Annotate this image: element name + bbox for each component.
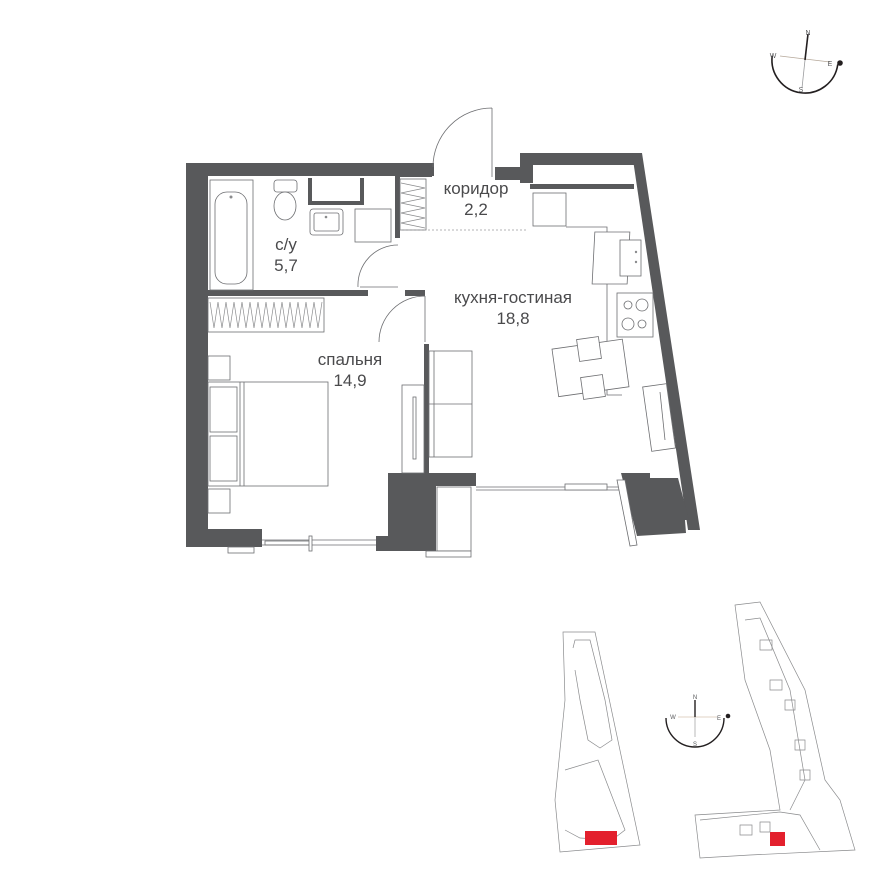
wardrobe-corridor: [399, 178, 427, 231]
kitchen-cabinet: [642, 383, 676, 452]
room-name: спальня: [317, 350, 383, 369]
minimap-compass-s-label: S: [693, 742, 697, 748]
room-area: 2,2: [464, 200, 488, 219]
dining-table: [551, 336, 630, 400]
sink: [309, 208, 344, 236]
selected-apartment-right: [770, 832, 785, 846]
compass-w-label: W: [770, 53, 777, 60]
room-label-bathroom: с/у 5,7: [274, 234, 298, 276]
windows: [227, 479, 638, 558]
room-area: 5,7: [274, 256, 298, 275]
room-label-corridor: коридор 2,2: [444, 178, 509, 220]
cooktop: [616, 292, 654, 338]
selected-apartment-left: [585, 831, 617, 845]
compass-main: N W E S: [770, 30, 843, 94]
room-name: коридор: [443, 179, 509, 198]
wardrobe-bedroom: [207, 297, 325, 333]
compass-minimap: N W E S: [665, 695, 731, 748]
minimap-compass-w-label: W: [670, 715, 676, 721]
bedroom-cabinet: [401, 384, 425, 474]
washing-machine: [354, 208, 392, 243]
room-name: с/у: [275, 235, 297, 254]
walls: [186, 153, 700, 551]
minimap-compass-e-label: E: [717, 716, 721, 722]
kitchen-counter: [566, 226, 642, 396]
entrance-door: [400, 107, 523, 179]
sofa: [428, 350, 473, 458]
bed: [207, 355, 329, 514]
compass-n-label: N: [805, 30, 810, 37]
minimap-compass-n-label: N: [693, 695, 697, 701]
bathroom-door: [357, 244, 399, 288]
room-area: 14,9: [333, 371, 367, 390]
minimap: [554, 601, 856, 859]
compass-s-label: S: [799, 87, 804, 94]
room-area: 18,8: [496, 309, 530, 328]
toilet: [273, 179, 298, 221]
bathtub: [209, 179, 254, 291]
compass-e-label: E: [828, 61, 833, 68]
room-label-bedroom: спальня 14,9: [318, 349, 383, 391]
room-label-kitchen-living: кухня-гостиная 18,8: [454, 287, 572, 329]
room-name: кухня-гостиная: [454, 288, 572, 307]
fridge: [532, 192, 567, 227]
bedroom-door: [378, 295, 426, 343]
